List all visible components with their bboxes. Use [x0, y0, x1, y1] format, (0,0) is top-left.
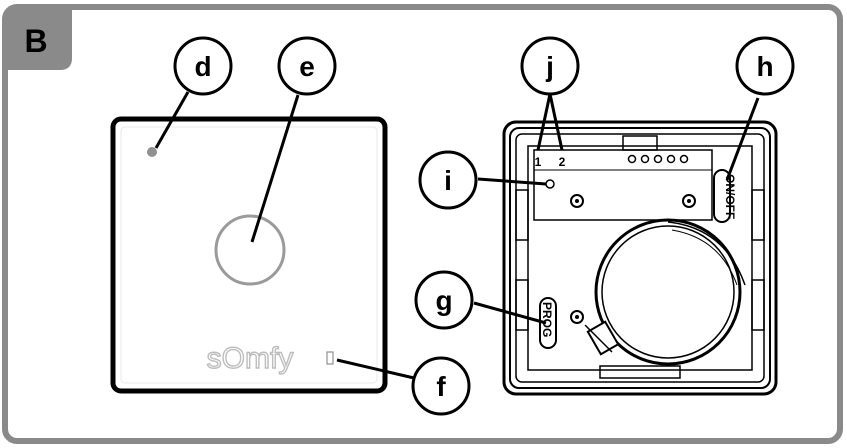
- front-unit: sOmfy: [113, 119, 385, 391]
- terminal-1-label: 1: [535, 155, 542, 169]
- screw-center: [687, 199, 691, 203]
- callout-i-text: i: [444, 165, 452, 196]
- panel-label: B: [24, 23, 47, 59]
- callout-e: e: [279, 38, 335, 94]
- callout-f-text: f: [436, 371, 446, 402]
- reset-slot: [327, 352, 333, 364]
- brand-logo: sOmfy: [207, 342, 294, 375]
- callout-g-text: g: [435, 285, 452, 316]
- callout-g: g: [416, 272, 472, 328]
- callout-h-text: h: [756, 51, 773, 82]
- led-indicator: [147, 147, 157, 157]
- screw-center: [575, 199, 579, 203]
- callout-d-text: d: [194, 51, 211, 82]
- callout-h: h: [737, 38, 793, 94]
- prog-label: PROG: [540, 302, 554, 337]
- terminal-2-label: 2: [559, 155, 566, 169]
- callout-f: f: [413, 358, 469, 414]
- screw-center: [575, 315, 579, 319]
- callout-i: i: [420, 152, 476, 208]
- antenna-hole: [546, 180, 554, 188]
- callout-d: d: [175, 38, 231, 94]
- callout-j: j: [522, 38, 578, 94]
- callout-e-text: e: [299, 51, 315, 82]
- onoff-label: ON/OFF: [723, 174, 737, 219]
- callout-j-text: j: [545, 51, 554, 82]
